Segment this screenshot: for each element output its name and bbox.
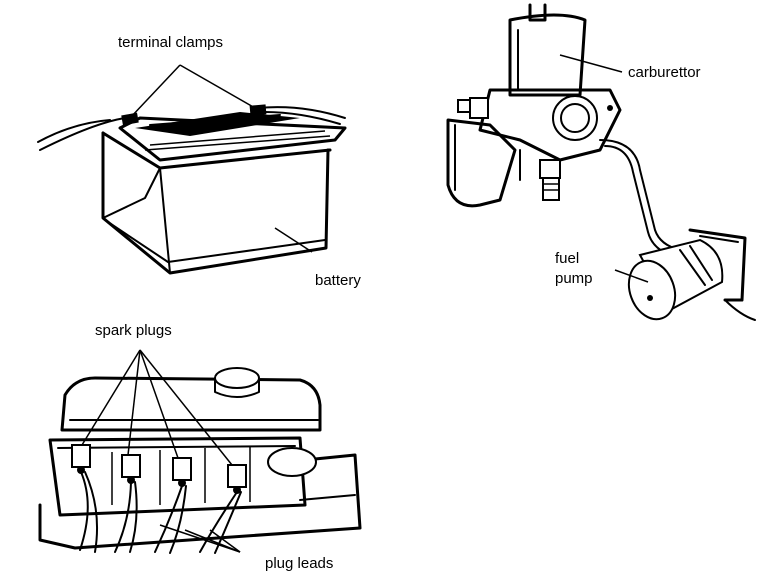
spark-plug-2	[121, 454, 141, 484]
fuel-pump-label-line2: pump	[555, 270, 593, 287]
terminal-clamps-label: terminal clamps	[118, 34, 224, 51]
engine-illustration	[38, 349, 362, 554]
spark-plug-4	[227, 464, 247, 494]
carburettor-label: carburettor	[628, 64, 701, 81]
fuel-pump-label-line1: fuel	[555, 250, 580, 267]
battery-illustration	[37, 64, 347, 275]
fuel-pump-illustration	[614, 228, 756, 321]
spark-plug-3	[172, 457, 192, 487]
spark-plugs-label: spark plugs	[95, 322, 172, 339]
carburettor-illustration	[446, 3, 681, 259]
spark-plug-1	[71, 444, 91, 474]
plug-leads-label: plug leads	[265, 555, 334, 572]
battery-label: battery	[315, 272, 361, 289]
